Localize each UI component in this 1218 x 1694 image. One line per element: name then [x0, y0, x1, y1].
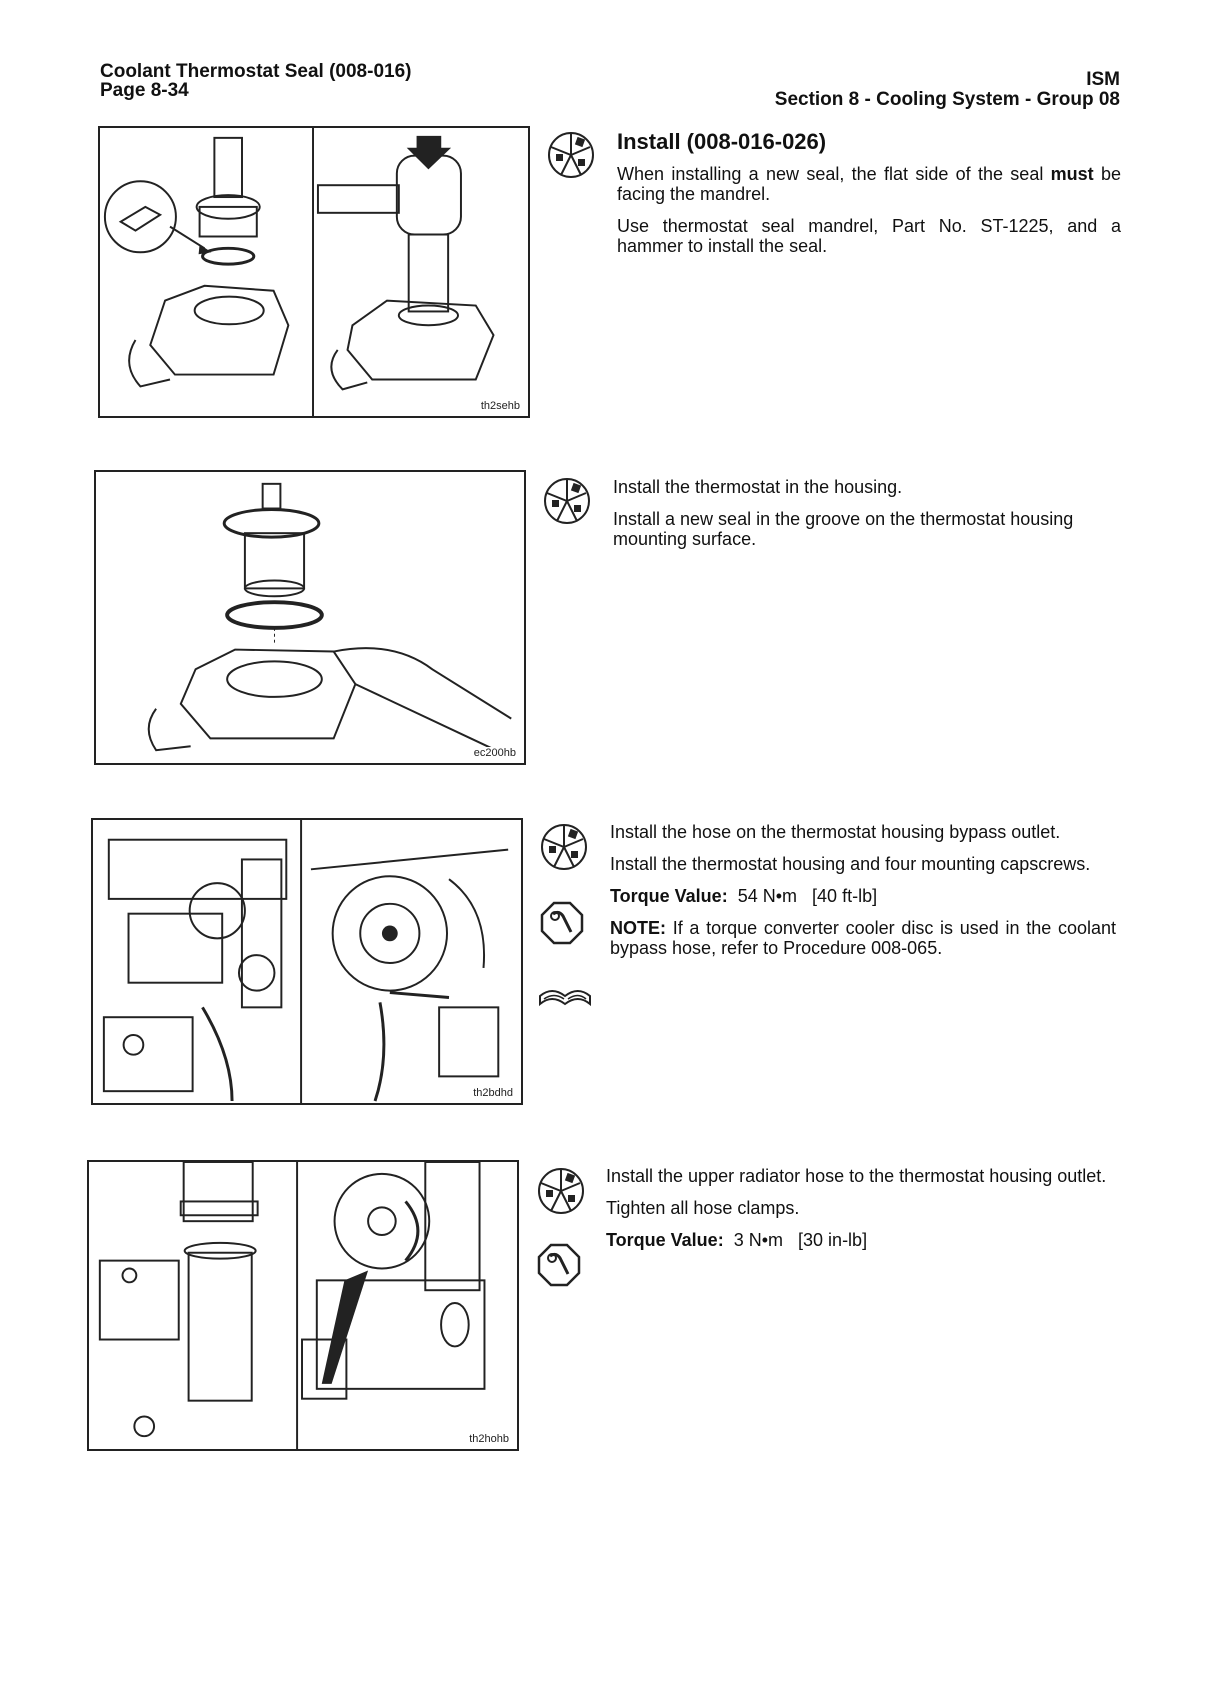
- torque-wrench-icon: [537, 1243, 581, 1287]
- step-3-paragraph-1: Install the hose on the thermostat housi…: [610, 822, 1061, 842]
- figure-label: th2sehb: [478, 400, 522, 412]
- step-3-paragraph-2: Install the thermostat housing and four …: [610, 854, 1091, 874]
- step-4-torque: Torque Value: 3 N•m [30 in-lb]: [606, 1230, 868, 1250]
- figure-label: th2bdhd: [471, 1087, 515, 1099]
- page-number: Page 8-34: [100, 80, 189, 101]
- step-2-paragraph-1: Install the thermostat in the housing.: [613, 477, 903, 497]
- wrench-install-icon: [544, 478, 590, 524]
- step-2-text: Install the thermostat in the housing. I…: [613, 477, 1119, 561]
- refer-book-icon: [539, 990, 591, 1007]
- document-title: Coolant Thermostat Seal (008-016): [100, 61, 412, 82]
- figure-label: ec200hb: [471, 747, 518, 759]
- figure-radiator-hose: th2hohb: [87, 1160, 519, 1451]
- figure-label: th2hohb: [467, 1433, 511, 1445]
- step-4-text: Install the upper radiator hose to the t…: [606, 1166, 1112, 1262]
- page-header-left: Coolant Thermostat Seal (008-016) Page 8…: [100, 62, 411, 100]
- wrench-install-icon: [538, 1168, 584, 1214]
- step-1-text: Install (008-016-026) When installing a …: [617, 130, 1121, 268]
- wrench-install-icon: [548, 132, 594, 178]
- step-1-paragraph-1: When installing a new seal, the flat sid…: [617, 164, 1122, 204]
- step-1-paragraph-2: Use thermostat seal mandrel, Part No. ST…: [617, 216, 1121, 256]
- figure-thermostat-install: ec200hb: [94, 470, 526, 765]
- torque-wrench-icon: [540, 901, 584, 945]
- figure-seal-install: th2sehb: [98, 126, 530, 418]
- section-heading: Install (008-016-026): [617, 129, 827, 154]
- radiator-hose-illustration: [98, 1162, 486, 1449]
- figure-housing-hose: th2bdhd: [91, 818, 523, 1105]
- thermostat-housing-illustration: [147, 482, 512, 752]
- engine-housing-illustration: [102, 820, 509, 1103]
- step-4-paragraph-2: Tighten all hose clamps.: [606, 1198, 800, 1218]
- step-4-paragraph-1: Install the upper radiator hose to the t…: [606, 1166, 1107, 1186]
- wrench-install-icon: [541, 824, 587, 870]
- step-3-note: NOTE: If a torque converter cooler disc …: [610, 918, 1116, 958]
- page-header-right: ISM Section 8 - Cooling System - Group 0…: [775, 70, 1120, 110]
- section-title: Section 8 - Cooling System - Group 08: [774, 89, 1120, 110]
- step-2-paragraph-2: Install a new seal in the groove on the …: [613, 509, 1074, 549]
- manual-name: ISM: [1086, 69, 1120, 90]
- seal-mandrel-illustration: [103, 128, 495, 416]
- step-3-torque: Torque Value: 54 N•m [40 ft-lb]: [610, 886, 878, 906]
- step-3-text: Install the hose on the thermostat housi…: [610, 822, 1116, 970]
